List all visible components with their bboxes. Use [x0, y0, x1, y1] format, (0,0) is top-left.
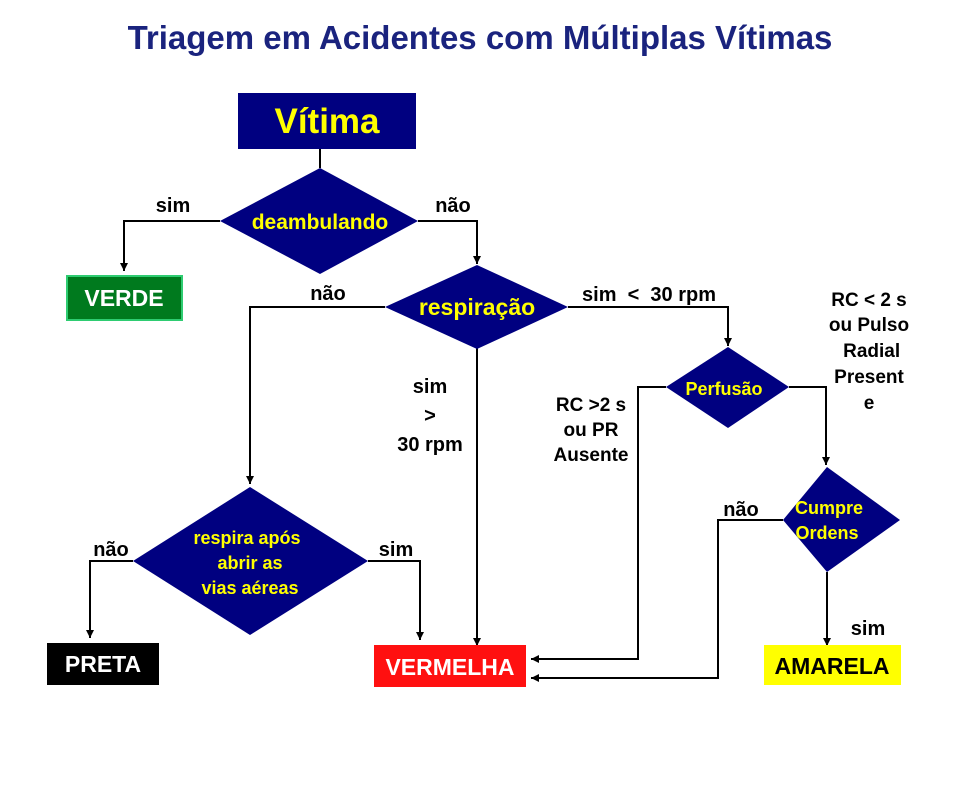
respiracao-diamond [385, 265, 568, 349]
cumpre-ordens-line-1: Cumpre [795, 498, 863, 518]
respiracao-decision: respiração [385, 265, 568, 349]
respiracao-nao-label: não [310, 283, 346, 305]
amarela-outcome: AMARELA [764, 645, 901, 685]
respira-apos-line-2: abrir as [217, 553, 282, 573]
connector-cumpre-ordens-vermelha [531, 519, 783, 682]
respiracao-label: respiração [419, 294, 535, 320]
perfusao-presente-line-5: e [864, 393, 875, 414]
deambulando-decision: deambulando [220, 168, 418, 274]
verde-outcome: VERDE [66, 275, 183, 321]
connector-respira-apos-preta [86, 560, 133, 638]
verde-label: VERDE [84, 285, 163, 311]
perfusao-presente-line-1: RC < 2 s [831, 290, 907, 311]
cumpre-ordens-sim-label: sim [851, 618, 885, 640]
connector-respiracao-respira-apos [246, 306, 385, 484]
respiracao-sim-maior-line-2: > [424, 405, 436, 427]
vitima-box [238, 93, 416, 149]
vermelha-label: VERMELHA [385, 654, 514, 680]
connector-respira-apos-vermelha [368, 560, 424, 640]
respira-apos-line-3: vias aéreas [201, 578, 298, 598]
connector-perfusao-vermelha [531, 386, 666, 663]
vitima-label: Vítima [274, 102, 380, 141]
cumpre-ordens-line-2: Ordens [795, 523, 858, 543]
perfusao-ausente-line-1: RC >2 s [556, 395, 626, 416]
perfusao-diamond [666, 347, 789, 428]
connector-deambulando-verde [120, 220, 220, 271]
cumpre-ordens-decision: Cumpre Ordens [783, 467, 900, 572]
respira-apos-diamond [133, 487, 368, 635]
perfusao-ausente-line-2: ou PR [564, 420, 619, 441]
respira-apos-sim-label: sim [379, 539, 413, 561]
respiracao-sim-maior-line-1: sim [413, 376, 447, 398]
cumpre-ordens-diamond [783, 467, 900, 572]
respiracao-sim-menor-label: sim < 30 rpm [582, 284, 716, 306]
preta-outcome: PRETA [47, 643, 159, 685]
perfusao-presente-line-4: Present [834, 367, 904, 388]
connectors [86, 149, 831, 682]
vitima-node: Vítima [238, 93, 416, 149]
preta-box [47, 643, 159, 685]
respiracao-sim-maior-line-3: 30 rpm [397, 434, 463, 456]
connector-perfusao-cumpre-ordens [789, 386, 830, 465]
connector-respiracao-perfusao [568, 306, 732, 346]
respira-apos-line-1: respira após [193, 528, 300, 548]
connector-deambulando-respiracao [418, 220, 481, 264]
vermelha-outcome: VERMELHA [374, 645, 526, 687]
perfusao-decision: Perfusão [666, 347, 789, 428]
perfusao-label: Perfusão [685, 379, 762, 399]
verde-box [66, 275, 183, 321]
deambulando-label: deambulando [252, 211, 389, 234]
perfusao-presente-line-3: Radial [838, 341, 900, 362]
preta-label: PRETA [65, 651, 141, 677]
respira-apos-nao-label: não [93, 539, 129, 561]
deambulando-nao-label: não [435, 195, 471, 217]
perfusao-ausente-line-3: Ausente [554, 445, 629, 466]
deambulando-diamond [220, 168, 418, 274]
amarela-box [764, 645, 901, 685]
vermelha-box [374, 645, 526, 687]
edge-labels: sim não não sim < 30 rpm sim > 30 rpm RC… [93, 195, 909, 640]
cumpre-ordens-nao-label: não [723, 499, 759, 521]
respira-apos-decision: respira após abrir as vias aéreas [133, 487, 368, 635]
page-title: Triagem em Acidentes com Múltiplas Vítim… [128, 19, 833, 56]
amarela-label: AMARELA [775, 653, 890, 679]
deambulando-sim-label: sim [156, 195, 190, 217]
perfusao-presente-line-2: ou Pulso [829, 315, 909, 336]
